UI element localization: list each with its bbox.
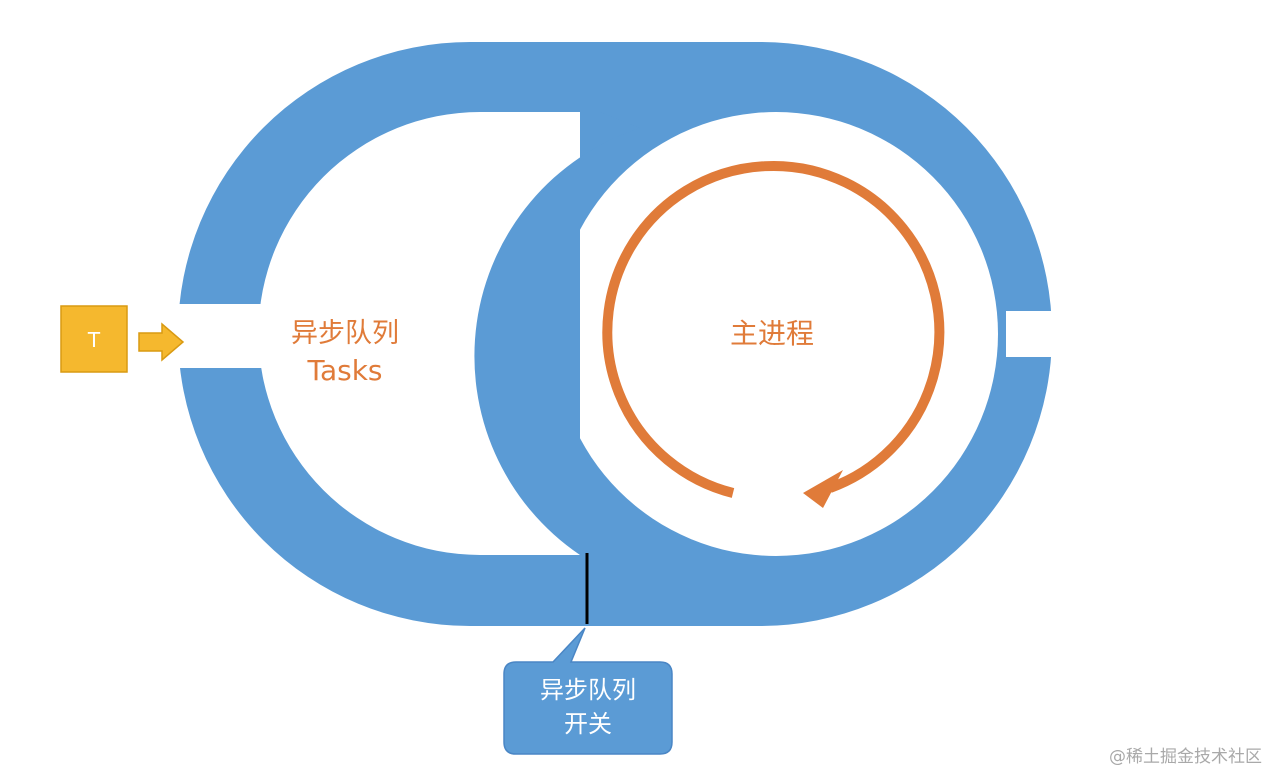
exit-slot	[1006, 311, 1054, 357]
main-process-arrow	[602, 160, 945, 498]
async-queue-label-line1: 异步队列	[291, 318, 399, 349]
main-process-label: 主进程	[730, 317, 814, 350]
main-process-disc	[554, 112, 998, 556]
inner-ring-crescent	[474, 112, 640, 555]
async-queue-label-line2: Tasks	[306, 354, 382, 387]
switch-callout-line1: 异步队列	[540, 676, 636, 704]
task-entry-gap	[170, 304, 270, 368]
main-process-arrowhead	[803, 470, 843, 508]
switch-callout	[503, 627, 673, 755]
task-box	[60, 305, 128, 373]
task-enter-arrow	[138, 322, 185, 362]
watermark-text: @稀土掘金技术社区	[1109, 747, 1262, 767]
switch-callout-line2: 开关	[564, 710, 612, 738]
task-box-label: T	[87, 328, 101, 352]
